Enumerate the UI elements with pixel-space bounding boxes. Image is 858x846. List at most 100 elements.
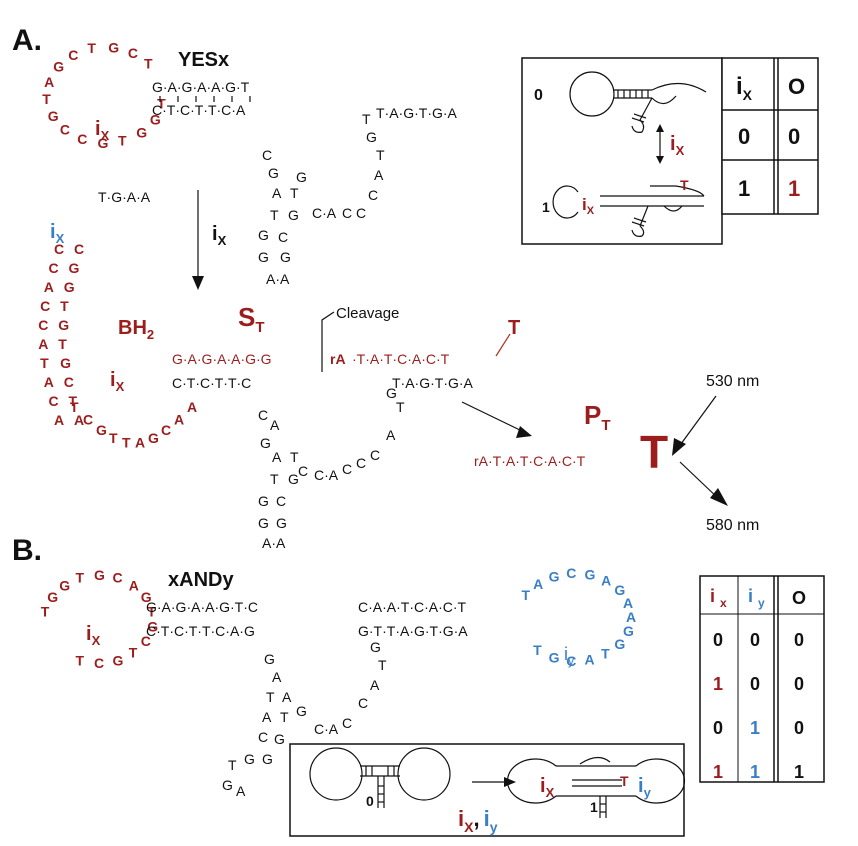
loop-by-nt: T [533, 642, 542, 658]
inset-b-0: 0 [366, 793, 374, 809]
svg-text:A: A [272, 449, 282, 465]
tt-b-cell: 1 [794, 762, 804, 782]
emission-arrow-head [710, 488, 728, 506]
svg-text:C: C [276, 493, 286, 509]
svg-text:A·A: A·A [262, 535, 286, 551]
ix-blue-label: iX [50, 221, 65, 246]
svg-text:C: C [368, 187, 378, 203]
loop-a-nt: G [108, 40, 119, 56]
duplex-nt: C [49, 393, 59, 409]
loop-b-nt: G [94, 567, 105, 583]
tt-b-cell: 1 [713, 674, 723, 694]
tt-b-cell: 1 [713, 762, 723, 782]
svg-text:C·A: C·A [312, 205, 337, 221]
svg-text:C: C [356, 455, 366, 471]
svg-text:G: G [296, 169, 307, 185]
loop-b-nt: C [94, 655, 104, 671]
svg-text:G: G [366, 129, 377, 145]
svg-text:C: C [356, 205, 366, 221]
svg-text:T: T [290, 449, 299, 465]
substrate-t: T [508, 317, 520, 339]
truth-table-a: iX O 0 0 1 1 [721, 57, 819, 215]
loop-by-nt: A [601, 572, 611, 588]
svg-text:T: T [266, 689, 275, 705]
svg-text:C: C [298, 463, 308, 479]
loop-a-nt: C [128, 45, 138, 61]
loop-by-nt: C [566, 565, 576, 581]
svg-text:G: G [258, 227, 269, 243]
tt-b-cell: 0 [713, 718, 723, 738]
svg-text:T: T [376, 147, 385, 163]
svg-text:A: A [374, 167, 384, 183]
xandy-right-top: C·A·A·T·C·A·C·T [358, 599, 467, 615]
substrate-t-link [495, 333, 511, 357]
tt-b-cell: 0 [794, 674, 804, 694]
tt-a-header-ix: iX [736, 73, 753, 103]
svg-text:G: G [258, 249, 269, 265]
loop-by-nt: G [623, 623, 634, 639]
loop-by-nt: G [585, 567, 596, 583]
duplex-nt: G [148, 430, 159, 446]
svg-text:T: T [280, 709, 289, 725]
duplex-nt: C [49, 260, 59, 276]
inset-b-state1 [507, 756, 685, 818]
duplex-nt: T [40, 355, 49, 371]
svg-text:C: C [278, 229, 288, 245]
duplex-nt: C [40, 298, 50, 314]
loop-by-nt: A [623, 595, 633, 611]
duplex-nt: G [69, 260, 80, 276]
loop-a-nt: T [87, 40, 96, 56]
inset-b-inputs: iX,iy [458, 806, 498, 835]
inset-a-box [521, 57, 723, 245]
tt-b-header-iy-sub: y [758, 596, 765, 610]
panel-b-title: xANDy [168, 569, 234, 591]
svg-text:A: A [262, 709, 272, 725]
inset-a-state1: 1 [542, 199, 550, 215]
svg-text:C: C [342, 715, 352, 731]
yesx-loop-ix: iX [95, 118, 110, 143]
svg-text:G: G [274, 731, 285, 747]
svg-text:T: T [228, 757, 237, 773]
loop-a-nt: T [118, 133, 127, 149]
loop-a-nt: T [157, 95, 166, 111]
inset-a-eq-up [656, 124, 664, 132]
yesx-stem-bottom: C·T·C·T·T·C·A [152, 102, 246, 118]
emission-label: 580 nm [706, 517, 759, 534]
svg-text:G: G [222, 777, 233, 793]
inset-b-ix: iX [540, 775, 555, 800]
loop-by-nt: G [614, 636, 625, 652]
duplex-ix-label: iX [110, 369, 125, 394]
svg-text:T: T [362, 111, 371, 127]
duplex-nt: A [44, 374, 54, 390]
loop-a-nt: G [98, 135, 109, 151]
loop-a-nt: T [144, 56, 153, 72]
tt-b-cell: 0 [750, 630, 760, 650]
inset-b-t: T [620, 773, 629, 789]
product-strand: rA·T·A·T·C·A·C·T [474, 453, 586, 469]
loop-a-nt: G [136, 124, 147, 140]
svg-text:C: C [342, 461, 352, 477]
tt-b-cell: 1 [750, 718, 760, 738]
loop-by-nt: G [549, 650, 560, 666]
panel-a-title: YESx [178, 49, 229, 71]
duplex-nt: T [60, 298, 69, 314]
duplex-nt: G [64, 279, 75, 295]
inset-a-loop0 [569, 71, 615, 117]
loop-by-nt: T [522, 587, 531, 603]
svg-text:A: A [386, 427, 396, 443]
svg-text:A: A [270, 417, 280, 433]
loop-b-nt: G [59, 577, 70, 593]
inset-a-t: T [680, 177, 689, 193]
svg-text:G: G [244, 751, 255, 767]
svg-text:T: T [396, 399, 405, 415]
svg-text:A: A [272, 185, 282, 201]
duplex-nt: A [54, 412, 64, 428]
svg-text:T: T [270, 207, 279, 223]
loop-a-nt: C [60, 122, 70, 138]
